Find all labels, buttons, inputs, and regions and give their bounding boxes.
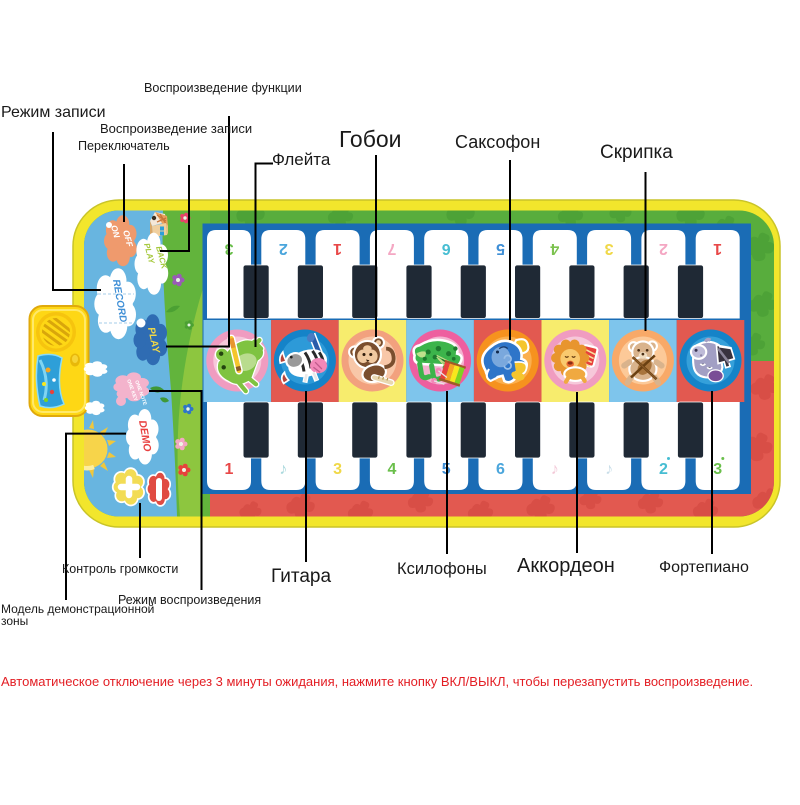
svg-text:♪: ♪ xyxy=(605,461,613,478)
svg-text:3: 3 xyxy=(713,461,722,478)
svg-text:1: 1 xyxy=(333,240,342,257)
svg-text:Режим воспроизведения: Режим воспроизведения xyxy=(118,593,261,607)
svg-text:Модель демонстрационной: Модель демонстрационной xyxy=(1,602,154,616)
svg-text:Режим записи: Режим записи xyxy=(1,104,106,121)
svg-text:3: 3 xyxy=(333,461,342,478)
svg-text:4: 4 xyxy=(550,240,559,257)
svg-text:4: 4 xyxy=(387,461,396,478)
svg-text:Переключатель: Переключатель xyxy=(78,139,170,153)
svg-text:Автоматическое отключение чере: Автоматическое отключение через 3 минуты… xyxy=(1,674,753,689)
svg-text:Аккордеон: Аккордеон xyxy=(517,555,615,577)
svg-text:3: 3 xyxy=(605,240,614,257)
svg-text:Воспроизведение записи: Воспроизведение записи xyxy=(100,121,252,136)
svg-text:OFF: OFF xyxy=(121,229,135,249)
svg-text:DEMO: DEMO xyxy=(136,419,153,452)
svg-text:2: 2 xyxy=(659,461,668,478)
svg-text:5: 5 xyxy=(496,240,505,257)
svg-text:1: 1 xyxy=(225,461,234,478)
svg-text:6: 6 xyxy=(442,240,451,257)
svg-text:♪: ♪ xyxy=(551,461,559,478)
svg-text:6: 6 xyxy=(496,461,505,478)
svg-text:Скрипка: Скрипка xyxy=(600,142,673,163)
svg-text:Контроль громкости: Контроль громкости xyxy=(62,562,178,576)
svg-text:зоны: зоны xyxy=(1,614,28,628)
svg-text:Саксофон: Саксофон xyxy=(455,132,540,152)
svg-text:Флейта: Флейта xyxy=(272,150,331,169)
svg-text:Фортепиано: Фортепиано xyxy=(659,559,749,576)
svg-text:♪: ♪ xyxy=(279,461,287,478)
svg-text:1: 1 xyxy=(713,240,722,257)
svg-text:2: 2 xyxy=(279,240,288,257)
svg-text:Ксилофоны: Ксилофоны xyxy=(397,560,487,578)
svg-text:Воспроизведение функции: Воспроизведение функции xyxy=(144,81,302,95)
svg-text:Гитара: Гитара xyxy=(271,566,331,587)
svg-text:Гобои: Гобои xyxy=(339,126,402,152)
svg-text:7: 7 xyxy=(387,240,396,257)
svg-text:ON: ON xyxy=(109,224,122,240)
svg-text:2: 2 xyxy=(659,240,668,257)
